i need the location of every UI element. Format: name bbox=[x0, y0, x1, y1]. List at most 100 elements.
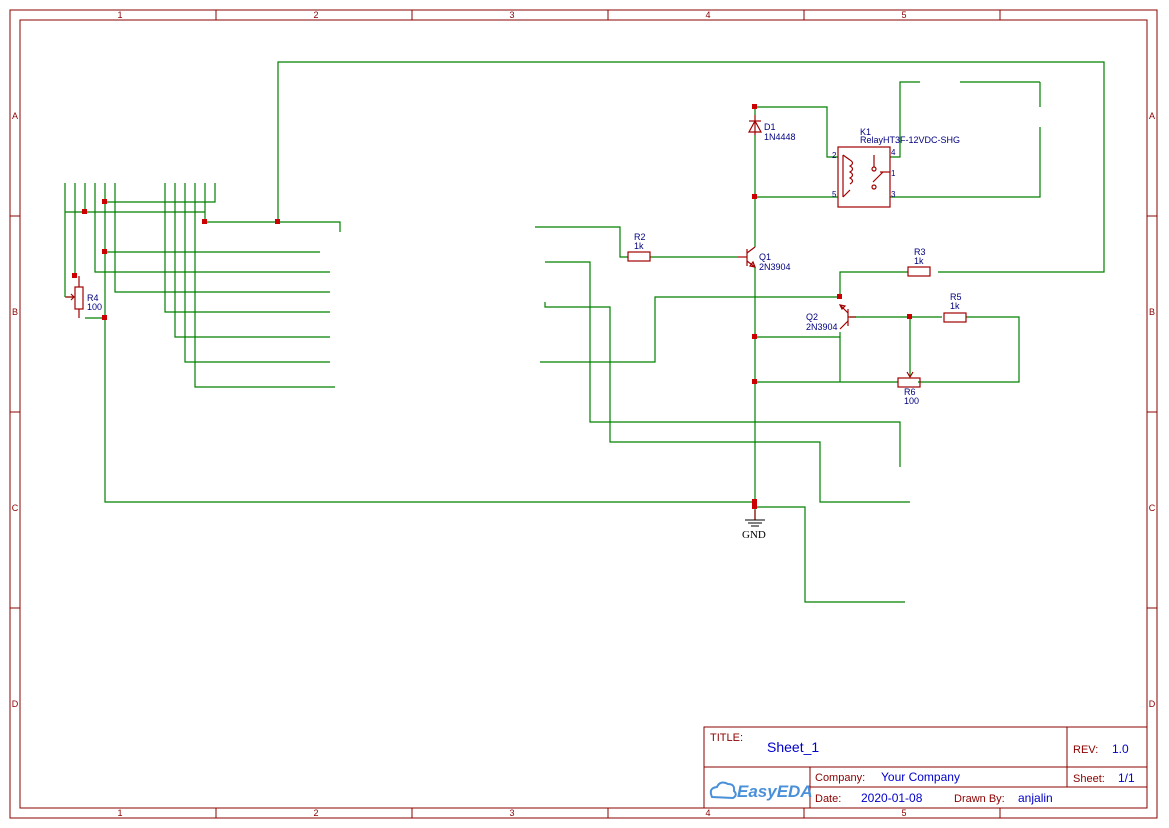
title-value: Sheet_1 bbox=[767, 739, 819, 755]
r2-value: 1k bbox=[634, 241, 644, 251]
k1-pin-2: 2 bbox=[832, 151, 837, 160]
q2-ref: Q2 bbox=[806, 312, 818, 322]
r4-ref: R4 bbox=[87, 293, 99, 303]
transistor-q1[interactable]: Q1 2N3904 bbox=[738, 246, 791, 272]
gnd-label: GND bbox=[742, 529, 766, 541]
wire bbox=[105, 183, 216, 203]
logo-text: EasyEDA bbox=[737, 782, 813, 801]
resistor-r5[interactable]: R5 1k bbox=[943, 292, 967, 323]
junction bbox=[752, 334, 757, 339]
r5-value: 1k bbox=[950, 301, 960, 311]
col-label-bottom-2: 2 bbox=[313, 808, 318, 818]
company-value: Your Company bbox=[881, 770, 960, 784]
sheet-label: Sheet: bbox=[1073, 773, 1105, 785]
junction bbox=[102, 199, 107, 204]
r4-value: 100 bbox=[87, 302, 102, 312]
row-label-left-a: A bbox=[12, 111, 18, 121]
diode-d1[interactable]: D1 1N4448 bbox=[747, 115, 796, 142]
resistor-r6[interactable]: R6 100 bbox=[897, 371, 921, 406]
k1-pin-5: 5 bbox=[832, 190, 837, 199]
wire bbox=[94, 183, 330, 273]
relay-k1[interactable]: K1 RelayHT3F-12VDC-SHG 2 5 4 1 3 bbox=[832, 127, 960, 208]
wire bbox=[104, 183, 755, 503]
row-label-left-b: B bbox=[12, 307, 18, 317]
q1-ref: Q1 bbox=[759, 252, 771, 262]
company-label: Company: bbox=[815, 772, 865, 784]
junction bbox=[837, 294, 842, 299]
col-label-bottom-3: 3 bbox=[509, 808, 514, 818]
resistor-r2[interactable]: R2 1k bbox=[627, 232, 651, 262]
col-label-top-1: 1 bbox=[117, 10, 122, 20]
sheet-frame: 1 2 3 4 5 1 2 3 4 5 A B C D A B C D bbox=[9, 9, 1158, 819]
easyeda-logo: EasyEDA bbox=[709, 781, 813, 801]
junction bbox=[752, 194, 757, 199]
wire bbox=[540, 296, 840, 363]
col-label-bottom-4: 4 bbox=[705, 808, 710, 818]
col-label-top-3: 3 bbox=[509, 10, 514, 20]
wire bbox=[184, 183, 330, 363]
wire bbox=[918, 316, 1020, 383]
wire bbox=[839, 271, 908, 297]
row-label-left-c: C bbox=[12, 503, 19, 513]
k1-value: RelayHT3F-12VDC-SHG bbox=[860, 135, 960, 145]
col-label-top-5: 5 bbox=[901, 10, 906, 20]
row-label-right-b: B bbox=[1149, 307, 1155, 317]
k1-pin-1: 1 bbox=[891, 169, 896, 178]
wire bbox=[755, 332, 841, 338]
ground-symbol: GND bbox=[742, 510, 766, 541]
title-label: TITLE: bbox=[710, 732, 743, 744]
wire bbox=[544, 302, 910, 503]
col-label-top-2: 2 bbox=[313, 10, 318, 20]
resistor-r3[interactable]: R3 1k bbox=[907, 247, 931, 277]
drawn-by-value: anjalin bbox=[1018, 791, 1053, 805]
r3-value: 1k bbox=[914, 256, 924, 266]
junction bbox=[752, 379, 757, 384]
r6-value: 100 bbox=[904, 396, 919, 406]
rev-label: REV: bbox=[1073, 744, 1098, 756]
d1-ref: D1 bbox=[764, 122, 776, 132]
wire bbox=[545, 261, 901, 467]
wire bbox=[114, 183, 330, 293]
d1-value: 1N4448 bbox=[764, 132, 796, 142]
junction bbox=[72, 273, 77, 278]
junction bbox=[907, 314, 912, 319]
wire bbox=[194, 183, 335, 388]
r3-ref: R3 bbox=[914, 247, 926, 257]
junction bbox=[102, 315, 107, 320]
r5-ref: R5 bbox=[950, 292, 962, 302]
r6-ref: R6 bbox=[904, 387, 916, 397]
wire bbox=[755, 106, 838, 158]
sheet-value: 1/1 bbox=[1118, 771, 1135, 785]
wire bbox=[535, 226, 628, 258]
wire bbox=[890, 81, 920, 158]
q2-value: 2N3904 bbox=[806, 322, 838, 332]
junction bbox=[82, 209, 87, 214]
resistor-r4[interactable]: R4 100 bbox=[66, 276, 102, 318]
junction bbox=[752, 104, 757, 109]
row-label-right-a: A bbox=[1149, 111, 1155, 121]
date-value: 2020-01-08 bbox=[861, 791, 923, 805]
junction bbox=[275, 219, 280, 224]
k1-pin-3: 3 bbox=[891, 190, 896, 199]
wire bbox=[277, 61, 1105, 273]
wire bbox=[755, 506, 905, 603]
row-label-right-d: D bbox=[1149, 699, 1156, 709]
junctions bbox=[72, 104, 912, 509]
col-label-bottom-5: 5 bbox=[901, 808, 906, 818]
rev-value: 1.0 bbox=[1112, 742, 1129, 756]
k1-pin-4: 4 bbox=[891, 148, 896, 157]
title-block: TITLE: Sheet_1 REV: 1.0 Company: Your Co… bbox=[703, 726, 1148, 809]
wire bbox=[174, 183, 330, 338]
wires bbox=[64, 61, 1105, 603]
q1-value: 2N3904 bbox=[759, 262, 791, 272]
k1-ref: K1 bbox=[860, 127, 871, 137]
wire bbox=[164, 183, 330, 313]
transistor-q2[interactable]: Q2 2N3904 bbox=[806, 304, 856, 332]
row-label-left-d: D bbox=[12, 699, 19, 709]
junction bbox=[202, 219, 207, 224]
wire bbox=[205, 221, 341, 232]
drawn-by-label: Drawn By: bbox=[954, 793, 1005, 805]
r2-ref: R2 bbox=[634, 232, 646, 242]
col-label-top-4: 4 bbox=[705, 10, 710, 20]
